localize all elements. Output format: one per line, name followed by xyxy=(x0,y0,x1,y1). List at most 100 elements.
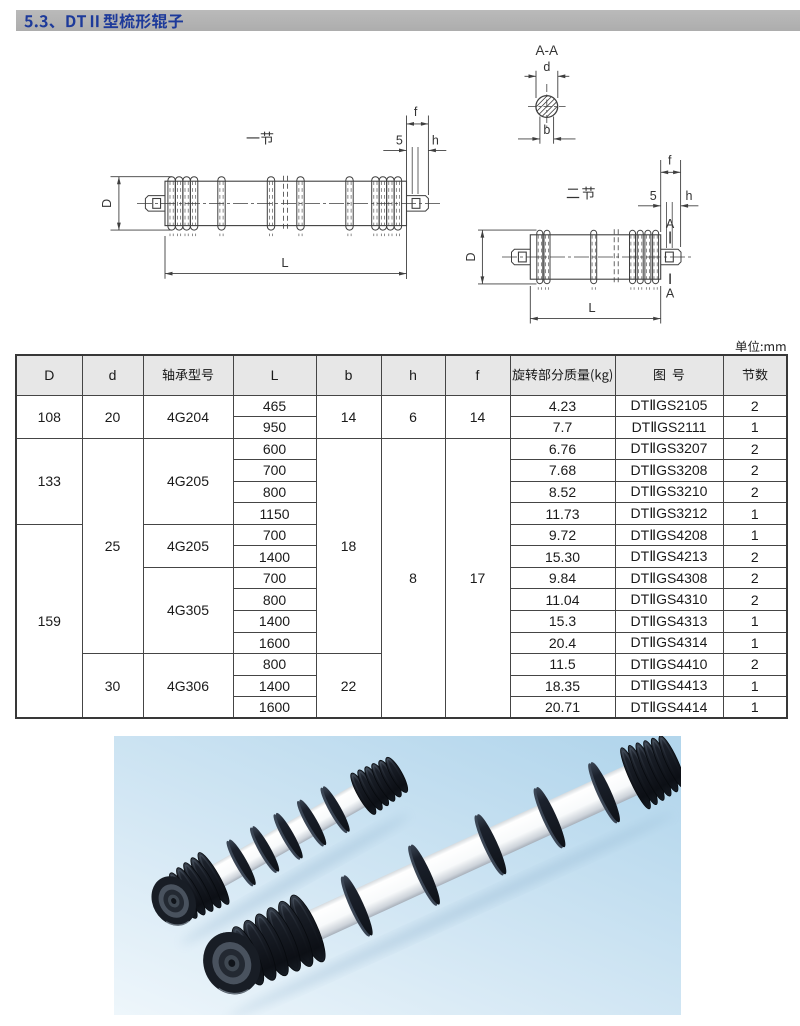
table-cell: 2 xyxy=(722,394,788,418)
table-cell: 700 xyxy=(232,566,317,590)
table-cell: 2 xyxy=(722,588,788,611)
dim-label-d1-L: L xyxy=(281,255,288,270)
table-cell: 18 xyxy=(315,437,382,655)
dim-label-d1-f: f xyxy=(414,105,418,119)
table-cell: 22 xyxy=(315,653,382,719)
table-cell: 1400 xyxy=(232,545,317,568)
table-cell: 4G205 xyxy=(142,437,234,525)
dim-label-d2-5: 5 xyxy=(650,189,657,203)
table-cell: 30 xyxy=(81,653,144,719)
roller-large xyxy=(203,736,681,1015)
table-cell: 800 xyxy=(232,653,317,676)
col-header: d xyxy=(81,354,144,396)
dim-label-sec-d: d xyxy=(543,60,550,74)
table-cell: 6.76 xyxy=(509,437,616,461)
section-view-title: A-A xyxy=(536,43,559,58)
table-cell: 4G306 xyxy=(142,653,234,719)
dim-label-d2-L: L xyxy=(588,300,595,315)
table-cell: 18.35 xyxy=(509,674,616,698)
table-cell: 8 xyxy=(380,437,446,719)
section-view-aa: A-A d b xyxy=(518,43,576,144)
dim-label-sec-b: b xyxy=(543,123,550,137)
table-cell: 1 xyxy=(722,674,788,698)
table-cell: DTⅡGS2105 xyxy=(614,394,724,418)
table-cell: DTⅡGS4413 xyxy=(614,674,724,698)
table-cell: 108 xyxy=(15,394,83,439)
table-cell: DTⅡGS4410 xyxy=(614,653,724,676)
table-cell: DTⅡGS4414 xyxy=(614,696,724,719)
table-cell: DTⅡGS4213 xyxy=(614,545,724,568)
table-cell: DTⅡGS3207 xyxy=(614,437,724,461)
section-title xyxy=(24,13,183,29)
table-cell: 14 xyxy=(444,394,511,439)
table-cell: 800 xyxy=(232,480,317,504)
roller-small xyxy=(151,756,409,945)
table-cell: 1600 xyxy=(232,696,317,719)
table-cell: 1 xyxy=(722,696,788,719)
dim-label-d2-h: h xyxy=(686,189,693,203)
table-cell: DTⅡGS4313 xyxy=(614,609,724,633)
table-cell: 25 xyxy=(81,437,144,655)
table-cell: 7.7 xyxy=(509,416,616,439)
col-header xyxy=(722,354,788,396)
table-cell: 465 xyxy=(232,394,317,418)
table-cell: DTⅡGS3212 xyxy=(614,502,724,525)
drawing-one-label xyxy=(246,131,274,145)
header-label-2 xyxy=(162,369,214,381)
table-cell: 17 xyxy=(444,437,511,719)
header-label-9 xyxy=(742,368,768,382)
section-title-bar xyxy=(16,10,800,31)
table-cell: 4G305 xyxy=(142,566,234,655)
table-cell: 8.52 xyxy=(509,480,616,504)
table-cell: 2 xyxy=(722,437,788,461)
dim-label-d2-f: f xyxy=(668,154,672,168)
table-cell: DTⅡGS4208 xyxy=(614,523,724,547)
table-cell: 700 xyxy=(232,523,317,547)
table-cell: 11.5 xyxy=(509,653,616,676)
drawing-one-label-box xyxy=(246,131,274,153)
col-header: h xyxy=(380,354,446,396)
table-cell: DTⅡGS3208 xyxy=(614,459,724,482)
table-cell: 1400 xyxy=(232,674,317,698)
col-header: L xyxy=(232,354,317,396)
drawing-two-label-box xyxy=(566,186,596,208)
table-cell: 1150 xyxy=(232,502,317,525)
col-header: b xyxy=(315,354,382,396)
table-cell: 1 xyxy=(722,523,788,547)
table-cell: 2 xyxy=(722,459,788,482)
table-cell: DTⅡGS4314 xyxy=(614,631,724,655)
table-cell: 2 xyxy=(722,566,788,590)
table-cell: 950 xyxy=(232,416,317,439)
table-cell: 9.72 xyxy=(509,523,616,547)
table-cell: 700 xyxy=(232,459,317,482)
table-cell: 7.68 xyxy=(509,459,616,482)
table-cell: DTⅡGS4310 xyxy=(614,588,724,611)
table-cell: 15.3 xyxy=(509,609,616,633)
product-photo xyxy=(114,736,681,1015)
table-cell: 2 xyxy=(722,653,788,676)
dim-label-d1-5: 5 xyxy=(396,133,403,147)
table-cell: 1600 xyxy=(232,631,317,655)
table-cell: 2 xyxy=(722,480,788,504)
table-cell: DTⅡGS3210 xyxy=(614,480,724,504)
table-cell: 11.73 xyxy=(509,502,616,525)
table-cell: 800 xyxy=(232,588,317,611)
table-cell: 4.23 xyxy=(509,394,616,418)
section-line-label-bottom: A xyxy=(666,287,675,301)
